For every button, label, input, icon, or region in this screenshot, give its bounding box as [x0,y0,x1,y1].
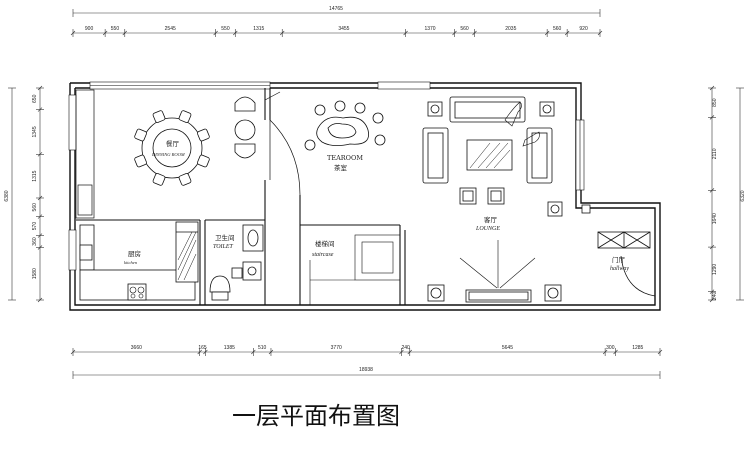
dimension-value: 920 [579,26,588,32]
windows [68,81,585,271]
tv-view-lines [459,240,536,289]
right-total-dimension: 6320 [740,190,746,201]
tea-stool [374,134,386,146]
dimension-value: 1385 [224,345,235,351]
dimension-value: 1345 [32,126,38,137]
right-segment-labels: 850 2110 1640 1290 240 [712,98,718,300]
hallway-fixtures [597,231,651,249]
dimension-value: 570 [32,222,38,231]
dimension-value: 3455 [338,26,349,32]
dining-label-cn: 餐厅 [166,139,180,148]
dining-chair [178,173,192,186]
plan-title: 一层平面布置图 [232,402,400,430]
left-dimensions [8,85,44,303]
kitchen-counters [79,221,199,301]
entry-door [620,240,656,297]
dimension-value: 850 [712,98,718,107]
dimension-value: 1285 [632,345,643,351]
left-cabinet [75,89,95,219]
dimension-value: 360 [32,237,38,246]
dimension-value: 560 [32,203,38,212]
top-dimensions [70,9,603,37]
side-table-set [234,96,256,159]
dining-chair [197,154,210,168]
dimension-value: 1640 [712,213,718,224]
dimension-value: 3770 [331,345,342,351]
lounge-furniture [422,96,591,303]
dimension-value: 3660 [131,345,142,351]
dimension-value: 560 [460,26,469,32]
dimension-value: 650 [32,94,38,103]
stair-label-cn: 楼梯间 [315,239,335,248]
dimension-value: 2035 [505,26,516,32]
dimension-value: 1290 [712,264,718,275]
tea-stool [354,102,366,114]
hall-label-en: hallway [610,266,629,272]
dimension-value: 5645 [502,345,513,351]
exterior-walls [69,82,661,311]
bottom-total-dimension: 18938 [359,367,373,373]
top-total-dimension: 14765 [329,6,343,12]
bottom-segment-labels: 3660 165 1385 510 3770 240 5645 300 1285 [131,345,644,351]
tea-stool [314,104,326,116]
staircase-steps [309,234,401,305]
dimension-value: 510 [258,345,267,351]
dimension-value: 2545 [165,26,176,32]
dining-chair [152,110,166,123]
toilet-label-en: TOILET [213,244,234,250]
dining-chair [134,128,147,142]
toilet-label-cn: 卫生间 [215,233,235,242]
lounge-label-en: LOUNGE [475,226,500,232]
tea-stool [334,100,346,112]
toilet-fixtures [209,224,264,301]
lounge-figures [504,101,540,147]
dimension-value: 550 [221,26,230,32]
dimension-value: 550 [111,26,120,32]
dimension-value: 165 [198,345,207,351]
right-dimensions [708,85,744,303]
dimension-value: 240 [712,291,718,300]
bottom-dimensions [70,348,663,379]
stair-label-en: staircase [312,252,334,258]
dining-chair [152,173,166,186]
tea-stool [304,139,316,151]
dimension-value: 300 [606,345,615,351]
dining-label-en: DINNING ROOM [151,152,185,157]
door-swing [264,91,301,196]
dimension-value: 1315 [253,26,264,32]
dimension-value: 900 [85,26,94,32]
dining-table [134,110,210,186]
dimension-value: 1315 [32,170,38,181]
dimension-value: 1370 [424,26,435,32]
left-segment-labels: 650 1345 1315 560 570 360 1580 [32,94,38,279]
kitchen-label-cn: 厨房 [128,249,141,258]
tea-label-cn: 茶室 [334,163,348,172]
dining-chair [197,128,210,142]
lounge-label-cn: 客厅 [484,215,498,224]
dimension-value: 240 [401,345,410,351]
dimension-value: 2110 [712,148,718,159]
dimension-value: 560 [553,26,562,32]
lounge-coffee-table-hatch [469,142,511,169]
kitchen-hatch [177,231,197,281]
dining-chair [178,110,192,123]
dimension-value: 1580 [32,268,38,279]
top-segment-labels: 900 550 2545 550 1315 3455 1370 560 2035 560 920 [85,26,588,32]
kitchen-label-en: kitchen [124,260,138,265]
tea-table [304,100,386,151]
tea-label-en: TEAROOM [327,154,363,162]
left-total-dimension: 6380 [4,190,10,201]
stove-icon [129,286,145,299]
hall-label-cn: 门厅 [612,255,626,264]
tea-stool [372,112,384,124]
dining-chair [134,154,147,168]
